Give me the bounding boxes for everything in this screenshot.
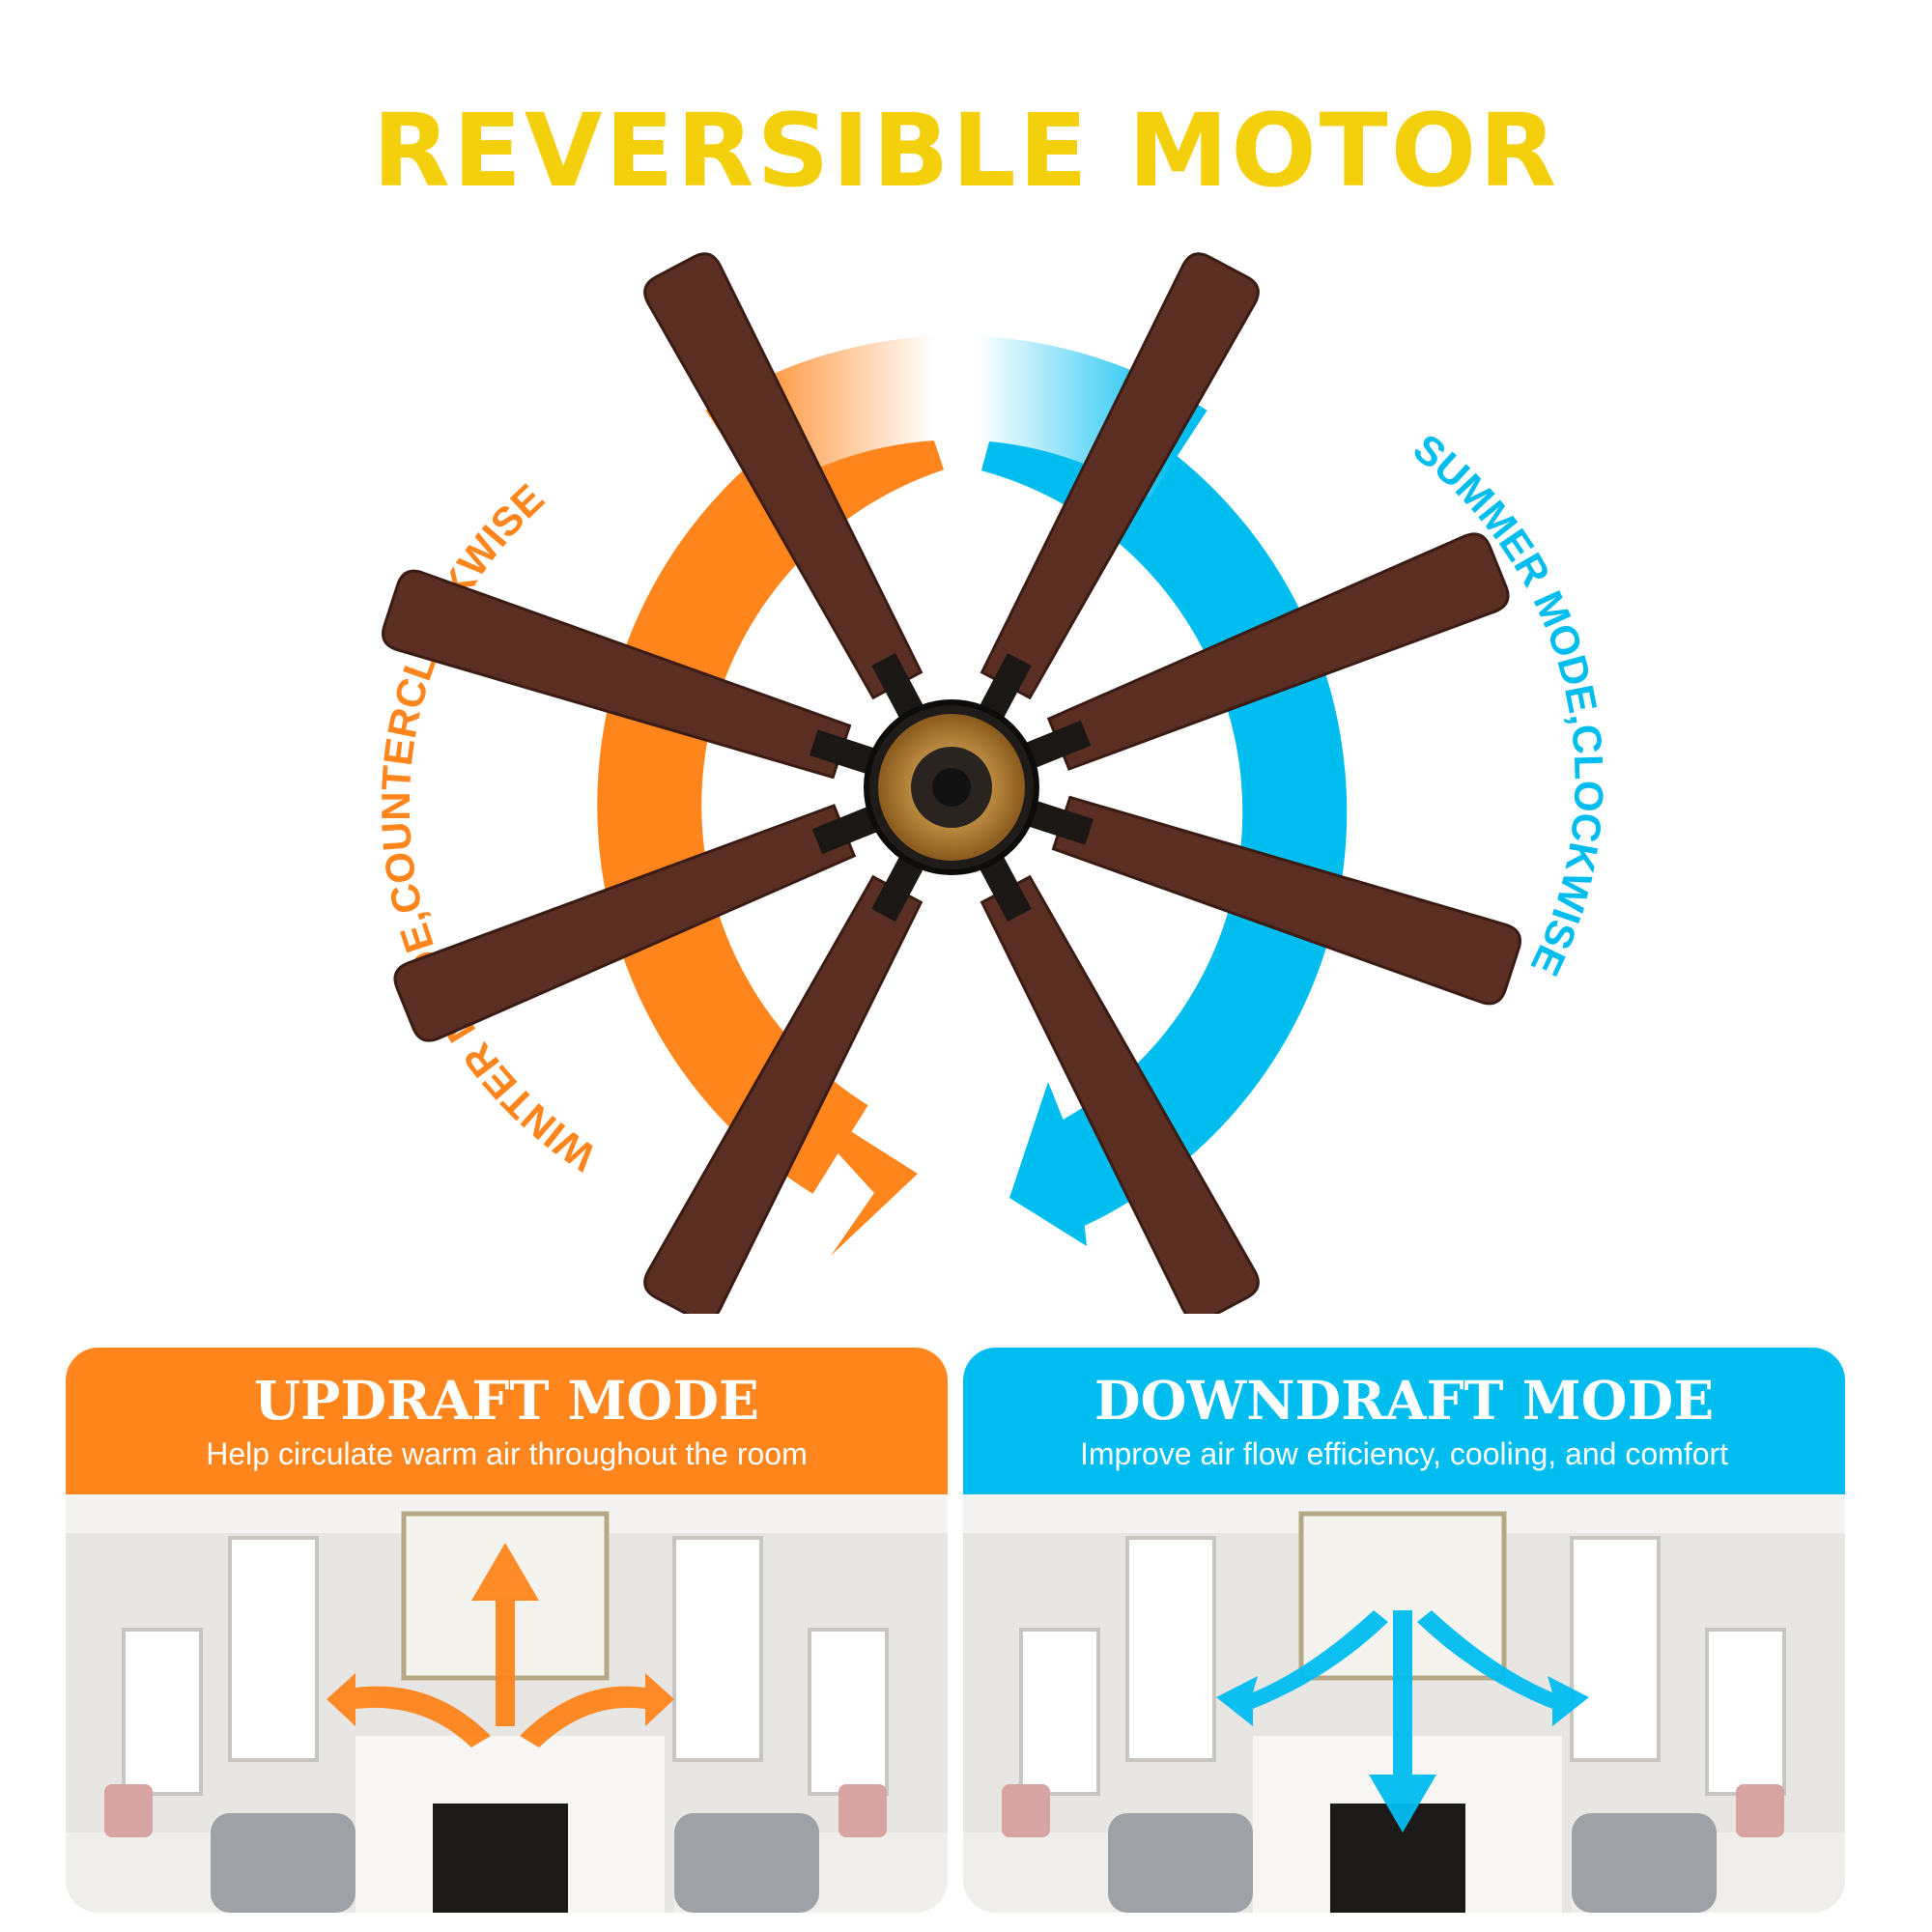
fan-hub (864, 699, 1039, 875)
fan-blade (393, 803, 886, 1042)
updraft-airflow-icon (327, 1543, 674, 1747)
fan-blade (643, 252, 927, 725)
fan-blade (1017, 532, 1510, 772)
summer-mode-label: SUMMER MODE,CLOCKWISE (1406, 425, 1612, 982)
fan-blade (1020, 795, 1521, 1006)
updraft-header: UPDRAFT MODE Help circulate warm air thr… (66, 1348, 948, 1494)
rotation-diagram: WINTER MODE,COUNTERCLOCKWISE SUMMER MODE… (373, 252, 1612, 1314)
fan-blade (976, 252, 1260, 725)
updraft-subtitle: Help circulate warm air throughout the r… (206, 1436, 808, 1471)
updraft-title: UPDRAFT MODE (254, 1369, 759, 1432)
fan-blade (382, 569, 883, 780)
winter-arrowhead (773, 1082, 918, 1256)
fan-blades (382, 252, 1521, 1314)
downdraft-airflow-icon (1216, 1610, 1589, 1833)
updraft-panel: UPDRAFT MODE Help circulate warm air thr… (66, 1348, 948, 1913)
fan-blade (643, 849, 927, 1314)
fan-blade (976, 849, 1260, 1314)
living-room-image (66, 1494, 948, 1913)
downdraft-header: DOWNDRAFT MODE Improve air flow efficien… (963, 1348, 1845, 1494)
downdraft-subtitle: Improve air flow efficiency, cooling, an… (1079, 1436, 1729, 1471)
downdraft-title: DOWNDRAFT MODE (1094, 1369, 1715, 1432)
page-title: REVERSIBLE MOTOR (372, 92, 1560, 210)
summer-arrow (980, 369, 1348, 1226)
living-room-image (963, 1494, 1845, 1913)
downdraft-panel: DOWNDRAFT MODE Improve air flow efficien… (963, 1348, 1845, 1913)
summer-arrowhead (1009, 1082, 1087, 1246)
